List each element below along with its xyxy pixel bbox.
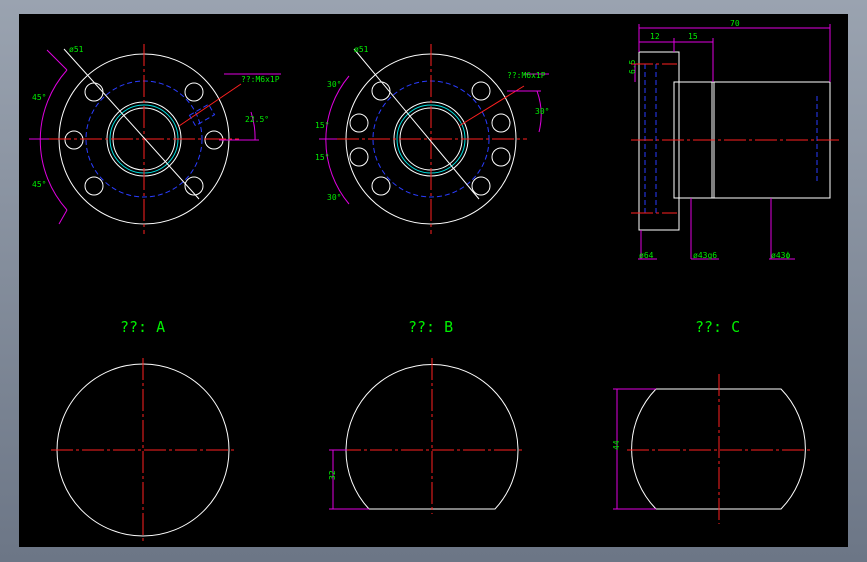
bolt-hole[interactable]	[491, 113, 511, 133]
dim-label-70: 70	[730, 19, 740, 28]
bolt-hole[interactable]	[371, 81, 391, 101]
angle-arc	[250, 111, 256, 141]
bolt-hole[interactable]	[64, 130, 84, 150]
diameter-label: ø51	[354, 45, 369, 54]
dim-label-6-5: 6.5	[628, 59, 637, 74]
angle-label: 15°	[315, 121, 329, 130]
type-c-label: ??: C	[695, 318, 740, 336]
bolt-hole[interactable]	[371, 176, 391, 196]
dim-label-12: 12	[650, 32, 660, 41]
diameter-leader	[63, 48, 200, 200]
type-a-view[interactable]: ??: A	[51, 318, 235, 542]
angle-arc	[325, 75, 350, 205]
angle-label: 30°	[535, 107, 549, 116]
flange-view-1[interactable]: ø51 ??:M6x1P 45° 45° 22.5°	[29, 44, 281, 234]
dim-label-d64: ø64	[639, 251, 654, 260]
angle-label: 15°	[315, 153, 329, 162]
bolt-hole[interactable]	[184, 82, 204, 102]
flange-view-2[interactable]: ø51 ??:M6x1P 30° 15° 15° 30° 30°	[315, 44, 549, 234]
bolt-hole[interactable]	[84, 176, 104, 196]
bolt-hole[interactable]	[491, 147, 511, 167]
thread-label: ??:M6x1P	[241, 75, 280, 84]
bolt-hole[interactable]	[471, 176, 491, 196]
bolt-hole[interactable]	[471, 81, 491, 101]
bolt-hole[interactable]	[349, 147, 369, 167]
diameter-leader	[353, 48, 480, 200]
dim-label-d43: ø43ф	[771, 251, 790, 260]
angle-label: 22.5°	[245, 115, 269, 124]
thread-label: ??:M6x1P	[507, 71, 546, 80]
ext-line	[58, 209, 68, 225]
oil-hole	[188, 103, 216, 127]
cad-drawing[interactable]: ø51 ??:M6x1P 45° 45° 22.5° ø51 ??:M6x1P …	[19, 14, 848, 547]
type-b-label: ??: B	[408, 318, 453, 336]
type-c-view[interactable]: ??: C 44	[612, 318, 811, 524]
angle-label: 45°	[32, 180, 46, 189]
drawing-canvas[interactable]: ø51 ??:M6x1P 45° 45° 22.5° ø51 ??:M6x1P …	[19, 14, 848, 547]
dim-label-15: 15	[688, 32, 698, 41]
type-b-outline[interactable]	[345, 363, 519, 510]
ext-line	[46, 49, 68, 71]
angle-arc	[39, 69, 68, 211]
diameter-label: ø51	[69, 45, 84, 54]
flange-profile[interactable]	[638, 51, 680, 231]
dim-label-44: 44	[612, 440, 621, 450]
thread-leader	[458, 85, 525, 127]
type-c-outline[interactable]	[631, 388, 806, 510]
bolt-hole[interactable]	[84, 82, 104, 102]
angle-label: 30°	[327, 193, 341, 202]
angle-arc	[536, 90, 542, 133]
angle-label: 45°	[32, 93, 46, 102]
type-b-view[interactable]: ??: B 32	[328, 318, 523, 514]
dim-label-32: 32	[328, 470, 337, 480]
type-a-label: ??: A	[120, 318, 165, 336]
side-view[interactable]: 70 12 15 6.5 ø64 ø43g6 ø43ф	[628, 19, 839, 260]
angle-label: 30°	[327, 80, 341, 89]
thread-leader	[178, 83, 242, 127]
dim-label-d43g6: ø43g6	[693, 251, 717, 260]
bolt-hole[interactable]	[349, 113, 369, 133]
bolt-hole[interactable]	[184, 176, 204, 196]
